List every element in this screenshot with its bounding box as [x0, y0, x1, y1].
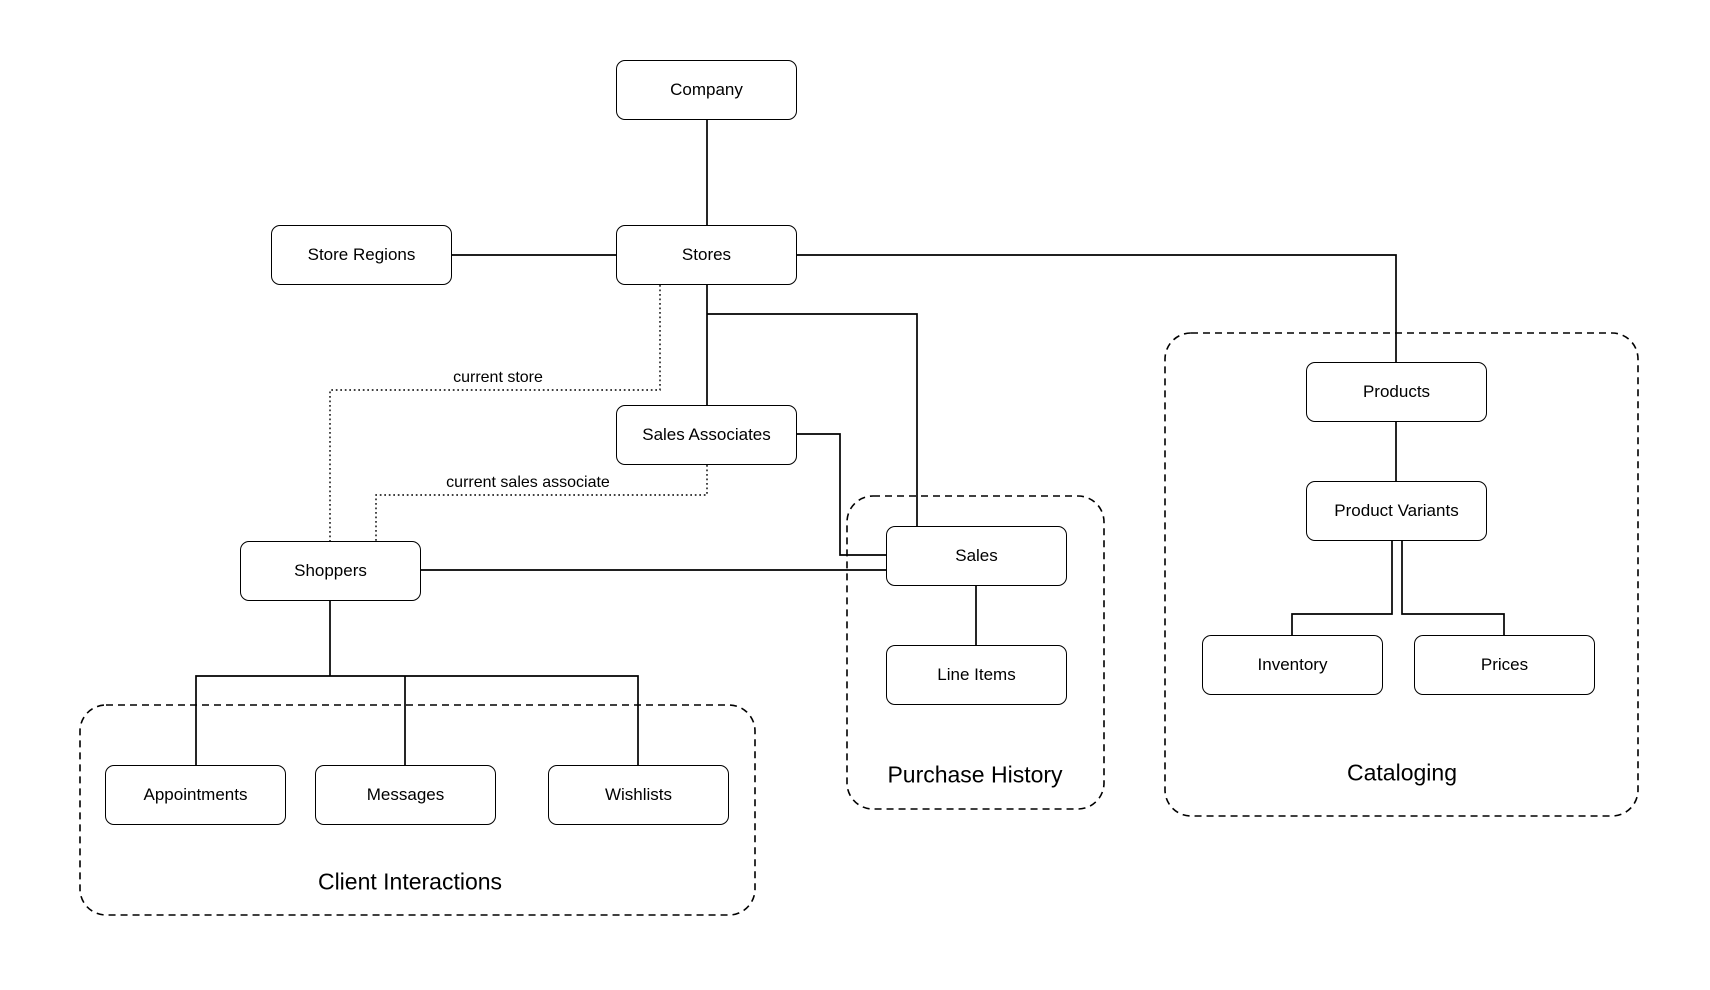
node-inventory-label: Inventory [1257, 655, 1328, 674]
node-stores-label: Stores [681, 245, 732, 264]
node-product-variants-label: Product Variants [1334, 501, 1459, 520]
node-messages-label: Messages [366, 785, 445, 804]
node-prices-label: Prices [1480, 655, 1529, 674]
node-sales-associates[interactable]: Sales Associates [616, 405, 797, 465]
node-store-regions-label: Store Regions [307, 245, 416, 264]
edge-label-current-sales-associate: current sales associate [444, 474, 612, 492]
node-stores[interactable]: Stores [616, 225, 797, 285]
group-label-client-interactions: Client Interactions [317, 868, 503, 895]
node-products-label: Products [1362, 382, 1431, 401]
node-messages[interactable]: Messages [315, 765, 496, 825]
node-appointments-label: Appointments [143, 785, 248, 804]
edge-label-current-store: current store [451, 369, 545, 387]
node-products[interactable]: Products [1306, 362, 1487, 422]
node-shoppers-label: Shoppers [294, 561, 367, 580]
edge-current-sales-associate [375, 465, 708, 541]
node-shoppers[interactable]: Shoppers [240, 541, 421, 601]
node-line-items-label: Line Items [937, 665, 1016, 684]
edge-current-store [329, 285, 661, 541]
node-wishlists-label: Wishlists [604, 785, 673, 804]
node-appointments[interactable]: Appointments [105, 765, 286, 825]
edge-stores-sales [707, 313, 918, 526]
group-frame-cataloging [1164, 332, 1639, 817]
edge-sales-associates-sales [797, 433, 886, 556]
edge-product-variants-prices [1401, 541, 1505, 635]
node-sales-label: Sales [955, 546, 998, 565]
node-product-variants[interactable]: Product Variants [1306, 481, 1487, 541]
node-inventory[interactable]: Inventory [1202, 635, 1383, 695]
edge-branch-appointments-wishlists [195, 675, 639, 765]
node-store-regions[interactable]: Store Regions [271, 225, 452, 285]
node-sales[interactable]: Sales [886, 526, 1067, 586]
group-label-cataloging: Cataloging [1347, 759, 1457, 786]
node-line-items[interactable]: Line Items [886, 645, 1067, 705]
node-wishlists[interactable]: Wishlists [548, 765, 729, 825]
edge-stores-products [797, 254, 1397, 362]
node-sales-associates-label: Sales Associates [642, 425, 771, 444]
node-company-label: Company [670, 80, 743, 99]
edge-product-variants-inventory [1291, 541, 1393, 635]
group-frame-purchase-history [846, 495, 1105, 810]
group-label-purchase-history: Purchase History [887, 761, 1063, 788]
node-prices[interactable]: Prices [1414, 635, 1595, 695]
node-company[interactable]: Company [616, 60, 797, 120]
